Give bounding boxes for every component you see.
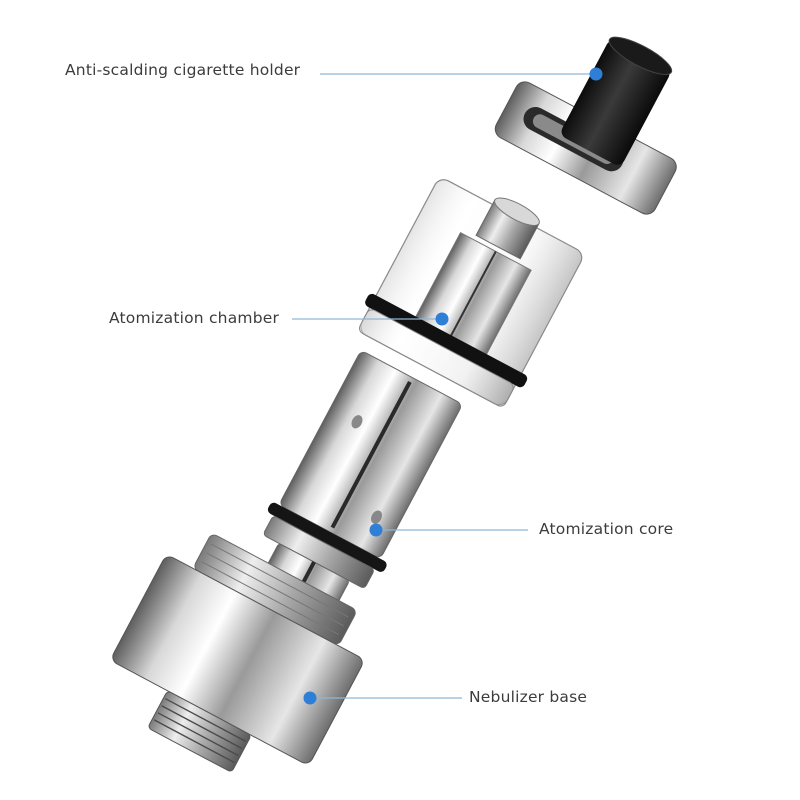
marker-dot-holder: [589, 67, 603, 81]
marker-dot-chamber: [435, 312, 449, 326]
nebulizer-base-icon: [112, 534, 363, 772]
label-atomization-core: Atomization core: [539, 520, 674, 538]
atomization-core-icon: [263, 351, 461, 604]
atomization-chamber-icon: [359, 179, 583, 407]
label-anti-scalding-holder: Anti-scalding cigarette holder: [65, 61, 301, 79]
label-nebulizer-base: Nebulizer base: [469, 688, 588, 706]
label-atomization-chamber: Atomization chamber: [109, 309, 280, 327]
marker-dot-base: [303, 691, 317, 705]
anti-scalding-holder-icon: [494, 36, 677, 215]
marker-dot-core: [369, 523, 383, 537]
